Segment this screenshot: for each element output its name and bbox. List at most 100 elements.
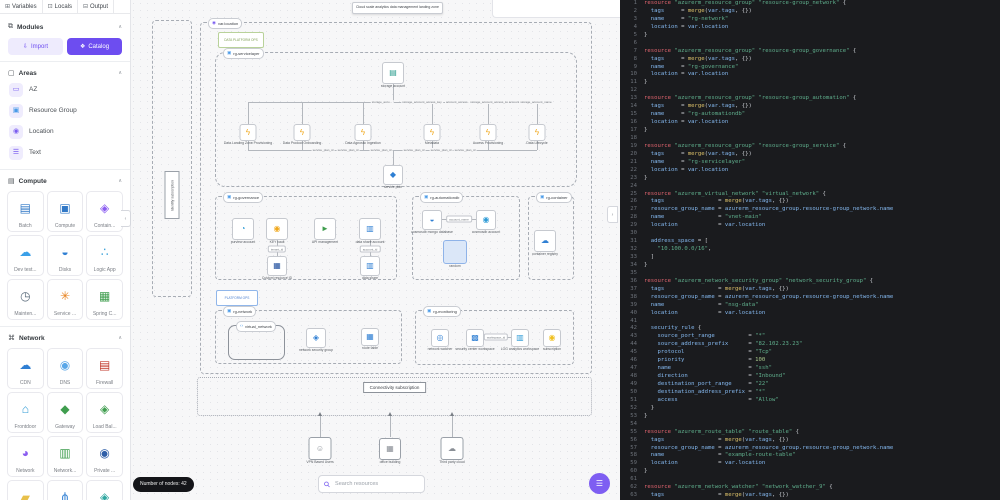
module-card[interactable]: ✳ Service ... [46,279,84,320]
module-card[interactable]: ◉ DNS [46,348,84,389]
diagram-node[interactable]: ϟ Access Provisioning [473,124,503,145]
connectivity-subscription-group[interactable]: Connectivity subscription [197,377,592,416]
area-item[interactable]: ☰ Text [0,142,130,163]
section-network[interactable]: ⌘ Network ∧ [0,326,130,344]
diagram-group[interactable]: ▣ rg-network [215,306,402,364]
module-card[interactable]: ◕ Network [7,436,44,477]
diagram-node[interactable]: ▩ security center workspace [455,329,495,351]
module-card[interactable]: ◈ Load Bal... [86,392,123,433]
edge-label: account_access... [444,100,472,104]
chevron-up-icon[interactable]: ∧ [118,178,122,184]
connector-line [248,102,249,124]
diagram-node[interactable]: ϟ Data Lifecycle [526,124,548,145]
section-modules[interactable]: ⧉ Modules ∧ [0,21,130,33]
diagram-node[interactable]: ◆ service plan [383,165,403,189]
tab-icon: ⊡ [47,4,53,10]
module-card[interactable]: ◆ Gateway [46,392,84,433]
module-label: Firewall [96,380,114,386]
diagram-node[interactable]: ◎ network watcher [428,329,452,351]
diagram-group[interactable]: ▣ rg-container [528,192,574,280]
menu-fab-button[interactable]: ☰ [589,473,610,494]
module-icon: ▥ [59,445,71,460]
diagram-node[interactable]: ◉ subscription [543,329,561,351]
module-card[interactable]: ▤ Firewall [86,348,123,389]
area-icon: ◉ [9,124,23,139]
area-item[interactable]: ▣ Resource Group [0,100,130,121]
editor-tab[interactable]: ⊡ Locals [43,0,78,13]
diagram-node[interactable]: ▦ route table [361,328,379,350]
diagram-node[interactable]: ▦ Custom resource ID [262,256,292,280]
module-label: Private ... [94,468,116,474]
module-card[interactable]: ▦ Spring C... [86,279,123,320]
arrowhead-up-icon [318,412,322,416]
area-item[interactable]: ◉ Location [0,121,130,142]
module-card[interactable]: ☁ CDN [7,348,44,389]
section-areas[interactable]: ▢ Areas ∧ [0,61,130,79]
identity-subscription-group[interactable]: Identity subscription [152,20,192,297]
diagram-node[interactable]: ◈ network security group [299,328,333,352]
module-card[interactable]: ∴ Logic App [86,235,123,276]
diagram-group[interactable]: ▣ rg-servicelayer [215,48,577,187]
diagram-node[interactable]: ☺ VPN Based Users [306,437,334,464]
diagram-node[interactable]: ◉ cosmosdb account [472,210,500,234]
diagram-canvas[interactable]: ◉ var.location ▣ rg-servicelayer ▣ rg-go… [130,0,620,500]
diagram-node[interactable]: ☁ container registry [532,230,558,256]
catalog-icon: ❖ [79,44,86,50]
area-label-box[interactable]: PLATFORM OPS [216,290,258,306]
module-label: Network... [53,468,77,474]
node-icon: ▦ [273,261,281,270]
module-card[interactable]: ▤ Batch [7,191,44,232]
chevron-up-icon[interactable]: ∧ [118,70,122,76]
diagram-node[interactable]: ϟ Data Product Onboarding [283,124,321,145]
module-card[interactable]: ◒ Disks [46,235,84,276]
module-card[interactable]: ☁ Dev test... [7,235,44,276]
node-icon: ▩ [471,333,479,342]
search-input[interactable] [333,480,419,488]
module-card[interactable]: ◷ Mainten... [7,279,44,320]
module-card[interactable]: ◈ [86,480,123,500]
diagram-node[interactable]: ◉ KEY vault [266,218,288,244]
diagram-node[interactable]: ▥ data share [360,256,380,280]
diagram-group[interactable]: ▣ rg-automationdb [412,192,520,280]
diagram-group[interactable]: ‹› virtual_network [228,321,285,360]
editor-tab[interactable]: ⊞ Variables [0,0,43,13]
chevron-up-icon[interactable]: ∧ [118,335,122,341]
module-card[interactable]: ⌂ Frontdoor [7,392,44,433]
module-card[interactable]: ▰ [7,480,44,500]
import-button[interactable]: ⇩ Import [8,38,63,55]
diagram-node[interactable]: ϟ Data Agnostic Ingestion [345,124,381,145]
diagram-group[interactable]: ▣ rg-governance [215,192,397,280]
network-grid: ☁ CDN ◉ DNS ▤ Firewall ⌂ Frontdoor ◆ Gat… [0,344,130,500]
section-compute[interactable]: ▤ Compute ∧ [0,169,130,187]
diagram-node[interactable]: ▥ LOG analytics workspace [501,329,539,351]
diagram-node[interactable]: ☁ Third party cloud [439,437,465,464]
diagram-node[interactable]: ◔ purview account [231,218,255,244]
module-card[interactable]: ◉ Private ... [86,436,123,477]
chevron-up-icon[interactable]: ∧ [118,24,122,30]
module-icon: ▤ [19,200,31,215]
diagram-node[interactable]: ▤ storage account [381,62,405,88]
code-panel-handle[interactable]: › [607,206,618,223]
node-icon: ▥ [366,261,374,270]
diagram-node[interactable]: ϟ Data Landing Zone Provisioning [224,124,272,145]
module-card[interactable]: ⋔ [46,480,84,500]
diagram-node[interactable]: ▦ office building [379,438,401,464]
diagram-group[interactable]: ◉ var.location [200,18,592,374]
search-box[interactable] [318,475,425,493]
area-label-box[interactable]: DATA PLATFORM OPS [218,32,264,48]
module-card[interactable]: ▥ Network... [46,436,84,477]
editor-tab[interactable]: ⊟ Output [78,0,115,13]
module-card[interactable]: ◈ Contain... [86,191,123,232]
diagram-node[interactable]: ► API management [312,218,338,244]
diagram-group[interactable]: ▣ rg-monitoring [415,306,574,365]
diagram-node[interactable]: ▥ data share account [356,218,384,244]
diagram-node[interactable]: random [443,240,467,268]
module-icon: ◒ [61,244,69,259]
catalog-button[interactable]: ❖ Catalog [67,38,122,55]
diagram-node[interactable]: ϟ Metadata [423,124,441,145]
sidebar-collapse-handle[interactable]: ‹ [121,210,131,227]
area-item[interactable]: ▭ AZ [0,79,130,100]
module-card[interactable]: ▣ Compute [46,191,84,232]
diagram-node[interactable]: ◒ cosmosdb mongo database [411,210,453,234]
